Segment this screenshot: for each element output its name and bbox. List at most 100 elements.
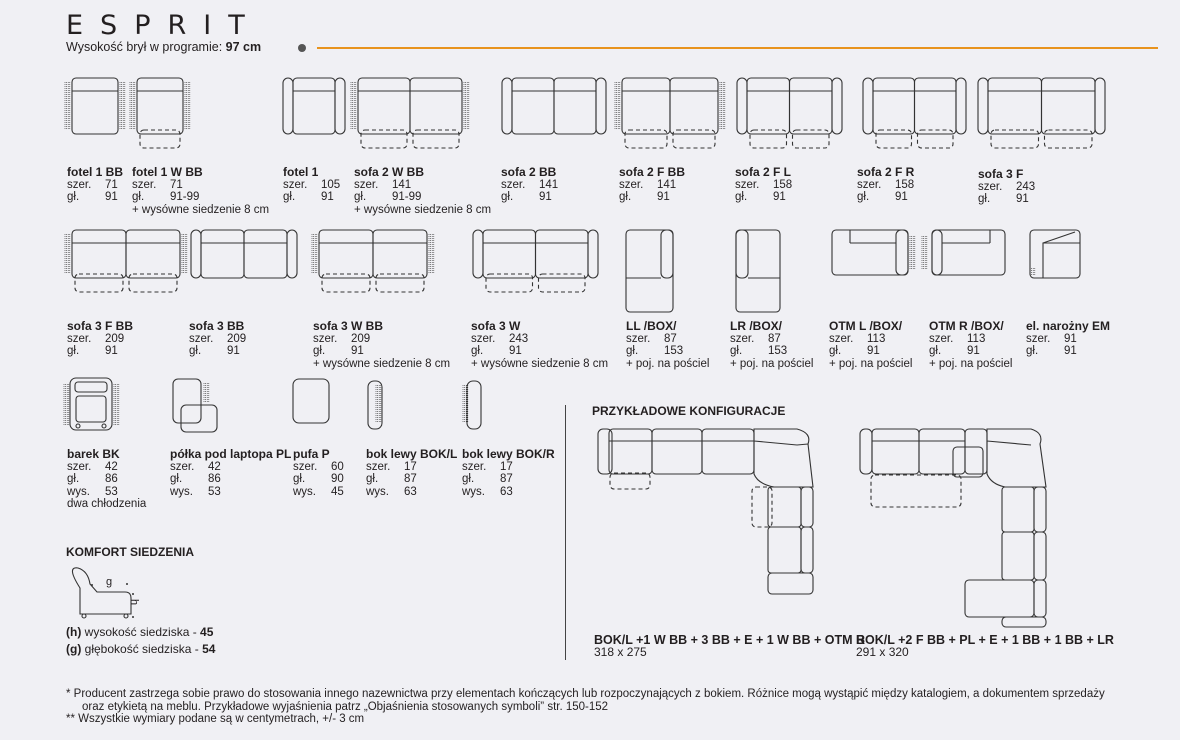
armrest xyxy=(977,77,989,135)
dim-row: szer.141 xyxy=(354,179,491,192)
side-bok-l xyxy=(367,380,383,430)
pull-out-seat xyxy=(74,273,124,293)
dim-label: wys. xyxy=(293,485,316,498)
dim-label: szer. xyxy=(471,332,496,345)
dim-row: szer.87 xyxy=(626,333,709,346)
corner-em xyxy=(1029,229,1081,279)
dim-label: gł. xyxy=(929,345,942,357)
lr-chaise xyxy=(735,229,781,313)
dim-label: gł. xyxy=(735,191,748,203)
dim-row: szer.158 xyxy=(735,179,792,192)
pull-out-seat xyxy=(990,129,1040,149)
product-name: półka pod laptopa PL xyxy=(170,447,292,461)
header-rule xyxy=(317,47,1158,49)
body-height: Wysokość brył w programie: 97 cm xyxy=(66,40,261,54)
dim-value: 63 xyxy=(500,485,513,498)
dim-row: szer.17 xyxy=(366,461,457,474)
dim-row: gł.86 xyxy=(170,473,291,486)
dim-value: 60 xyxy=(331,460,344,473)
configs-title: PRZYKŁADOWE KONFIGURACJE xyxy=(592,404,786,418)
dim-label: gł. xyxy=(293,473,306,485)
dim-row: szer.158 xyxy=(857,179,914,192)
armrest xyxy=(472,229,484,279)
armrest xyxy=(660,229,674,279)
header-dot xyxy=(298,44,306,52)
dim-value: 86 xyxy=(208,473,221,485)
dim-row: gł.91 xyxy=(67,345,133,358)
dim-value: 209 xyxy=(105,332,125,345)
dim-label: gł. xyxy=(829,345,842,357)
config-2: BOK/L +2 F BB + PL + E + 1 BB + 1 BB + L… xyxy=(856,634,1114,658)
fotel-1-seat xyxy=(292,77,336,135)
dim-row: gł.153 xyxy=(730,345,813,358)
config-2-outline xyxy=(872,428,1047,488)
dim-label: szer. xyxy=(366,460,391,473)
product-note: + poj. na pościel xyxy=(929,357,1013,370)
dim-value: 105 xyxy=(321,178,341,191)
dim-value: 87 xyxy=(500,473,513,485)
dim-row: gł.91 xyxy=(283,191,340,204)
measure-dot xyxy=(126,583,128,585)
product-note: + wysówne siedzenie 8 cm xyxy=(471,357,609,370)
fotel-1-w-bb-seat xyxy=(136,77,184,135)
dim-value: 91 xyxy=(1064,332,1077,345)
dim-label: szer. xyxy=(283,178,308,191)
config-1-outline xyxy=(800,486,814,528)
sofa-3-bb-seat xyxy=(200,229,245,279)
dim-value: 91 xyxy=(967,345,980,357)
config-size: 291 x 320 xyxy=(856,645,909,659)
product-note: + poj. na pościel xyxy=(626,357,710,370)
laptop-tray xyxy=(180,404,218,433)
g-value: 54 xyxy=(202,642,216,656)
dim-value: 158 xyxy=(895,178,915,191)
dim-value: 91-99 xyxy=(392,191,422,203)
dim-row: gł.153 xyxy=(626,345,709,358)
pull-out-seat xyxy=(128,273,178,293)
config-1-outline xyxy=(608,428,653,475)
wheel xyxy=(101,423,107,429)
dim-value: 86 xyxy=(105,473,118,485)
dim-row: gł. 91 xyxy=(929,345,1012,358)
sofa-2-bb-seat xyxy=(553,77,597,135)
g-mark: g xyxy=(106,576,113,588)
dim-row: szer.87 xyxy=(730,333,813,346)
armrest xyxy=(1094,77,1106,135)
dim-value: 91 xyxy=(509,345,522,357)
sofa-3-f-bb-seat xyxy=(71,229,127,279)
wheel xyxy=(75,423,81,429)
sofa-2-f-r-seat xyxy=(872,77,916,135)
dim-label: wys. xyxy=(462,485,485,498)
dim-label: szer. xyxy=(132,178,157,191)
armrest xyxy=(831,77,843,135)
dim-row: gł.91 xyxy=(735,191,792,204)
config-1: BOK/L +1 W BB + 3 BB + E + 1 W BB + OTM … xyxy=(594,634,865,658)
bar-compartment xyxy=(75,395,107,423)
dim-label: szer. xyxy=(1026,332,1051,345)
dim-row: szer. 91 xyxy=(1026,333,1110,346)
sofa-3-w-seat xyxy=(482,229,537,279)
dim-row: szer.42 xyxy=(67,461,146,474)
dim-value: 87 xyxy=(664,332,677,345)
dim-label: gł. xyxy=(471,345,484,357)
measure-dot xyxy=(132,593,134,595)
dim-value: 113 xyxy=(967,332,986,345)
dim-value: 42 xyxy=(105,460,118,473)
config-2-outline xyxy=(964,579,1035,618)
foot xyxy=(123,613,129,619)
pull-out-seat xyxy=(749,129,788,149)
config-2-outline xyxy=(871,428,920,475)
config-size: 318 x 275 xyxy=(594,645,647,659)
dim-value: 141 xyxy=(392,178,412,191)
dim-value: 158 xyxy=(773,178,793,191)
dim-label: szer. xyxy=(67,178,92,191)
dim-row: gł. 91 xyxy=(471,345,608,358)
laptop-shelf xyxy=(172,378,202,424)
sofa-3-w-bb-seat xyxy=(318,229,374,279)
